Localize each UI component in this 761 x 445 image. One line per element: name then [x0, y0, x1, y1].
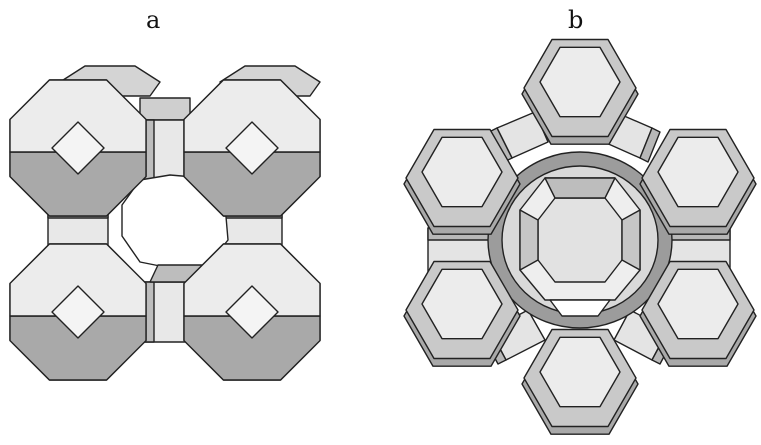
- sodalite-cage-bottom: [522, 330, 638, 435]
- sodalite-cage-bottom-right: [184, 244, 320, 380]
- sodalite-cage-bottom-left: [10, 244, 146, 380]
- sodalite-cage-top-right: [184, 80, 320, 216]
- panel-a-structure: [10, 66, 320, 380]
- sodalite-cage-top-left: [10, 80, 146, 216]
- d4r-bottom: [140, 282, 190, 342]
- panel-b-structure: [404, 40, 756, 435]
- d4r-top: [140, 98, 190, 180]
